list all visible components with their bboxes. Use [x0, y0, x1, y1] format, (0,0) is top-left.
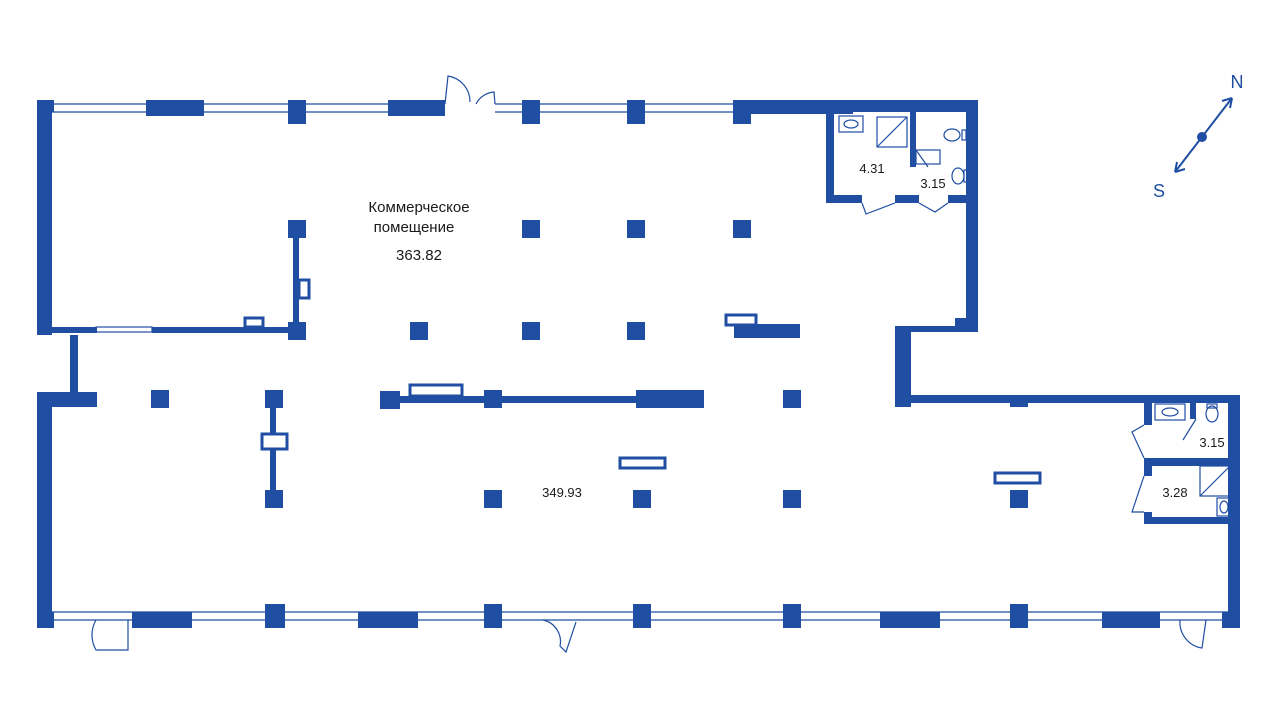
- room-labels: Коммерческое помещение 363.82 349.93 4.3…: [368, 161, 1224, 500]
- compass-center-dot: [1197, 132, 1207, 142]
- compass-north-label: N: [1231, 72, 1244, 92]
- wall-left-lower: [37, 392, 52, 628]
- compass: N S: [1153, 72, 1244, 201]
- column: [484, 490, 502, 508]
- column: [522, 220, 540, 238]
- column: [410, 322, 428, 340]
- column: [288, 322, 306, 340]
- window-lines: [52, 103, 1228, 621]
- walls: [37, 100, 1240, 628]
- column: [151, 390, 169, 408]
- column: [783, 390, 801, 408]
- column: [265, 390, 283, 408]
- room-name-line2: помещение: [374, 219, 455, 236]
- wall-left-upper: [37, 100, 52, 335]
- room-name-line1: Коммерческое: [368, 199, 469, 216]
- column: [783, 490, 801, 508]
- room-area-wc-d: 3.28: [1162, 485, 1187, 500]
- column: [633, 490, 651, 508]
- column: [1010, 490, 1028, 508]
- compass-south-label: S: [1153, 181, 1165, 201]
- column: [627, 220, 645, 238]
- room-area-wc-b: 3.15: [920, 176, 945, 191]
- room-area-lower: 349.93: [542, 485, 582, 500]
- room-area-wc-a: 4.31: [859, 161, 884, 176]
- column: [522, 322, 540, 340]
- room-area-wc-c: 3.15: [1199, 435, 1224, 450]
- room-area-main: 363.82: [396, 247, 442, 264]
- column: [265, 490, 283, 508]
- wall-left-link: [70, 335, 78, 392]
- shafts: [243, 278, 1042, 485]
- doors: [91, 75, 1207, 654]
- sanitary-fixtures: [838, 115, 1232, 517]
- column: [627, 322, 645, 340]
- column: [733, 220, 751, 238]
- column: [288, 220, 306, 238]
